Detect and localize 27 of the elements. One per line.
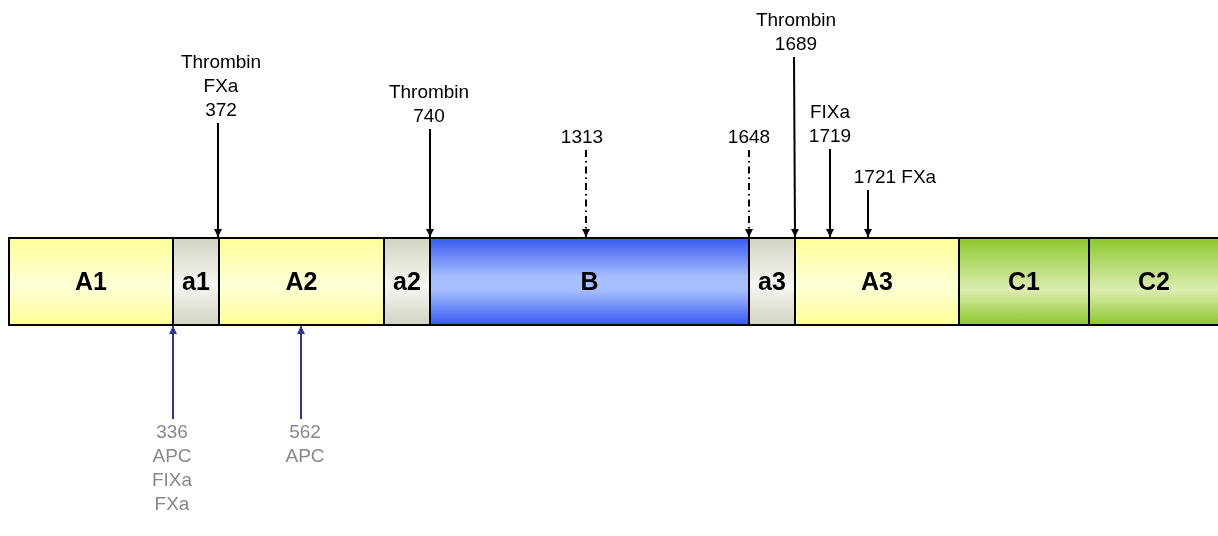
arrow: [214, 122, 222, 238]
domain-segment: A2: [218, 237, 385, 326]
cleavage-site-label: FIXa 1719: [808, 100, 852, 148]
domain-segment: A3: [794, 237, 960, 326]
arrow: [169, 325, 177, 420]
arrow: [826, 148, 834, 238]
arrow: [790, 56, 799, 238]
cleavage-site-label: Thrombin 1689: [755, 8, 837, 56]
cleavage-site-label: Thrombin 740: [388, 80, 470, 128]
domain-segment: A1: [8, 237, 174, 326]
cleavage-site-label: 1721 FXa: [853, 165, 937, 189]
domain-segment: C2: [1088, 237, 1218, 326]
arrow: [864, 189, 872, 238]
domain-segment: C1: [958, 237, 1090, 326]
domain-segment: a3: [748, 237, 796, 326]
cleavage-site-label: 1313: [560, 125, 604, 149]
cleavage-site-label: 1648: [727, 125, 771, 149]
cleavage-site-label: 562 APC: [285, 420, 325, 468]
cleavage-site-label: Thrombin FXa 372: [180, 50, 262, 122]
arrow: [582, 149, 590, 238]
domain-segment: a2: [383, 237, 431, 326]
domain-segment: B: [429, 237, 750, 326]
arrow: [745, 149, 753, 238]
arrow: [297, 325, 305, 420]
domain-segment: a1: [172, 237, 220, 326]
cleavage-site-label: 336 APC FIXa FXa: [151, 420, 193, 516]
arrow: [426, 128, 434, 238]
